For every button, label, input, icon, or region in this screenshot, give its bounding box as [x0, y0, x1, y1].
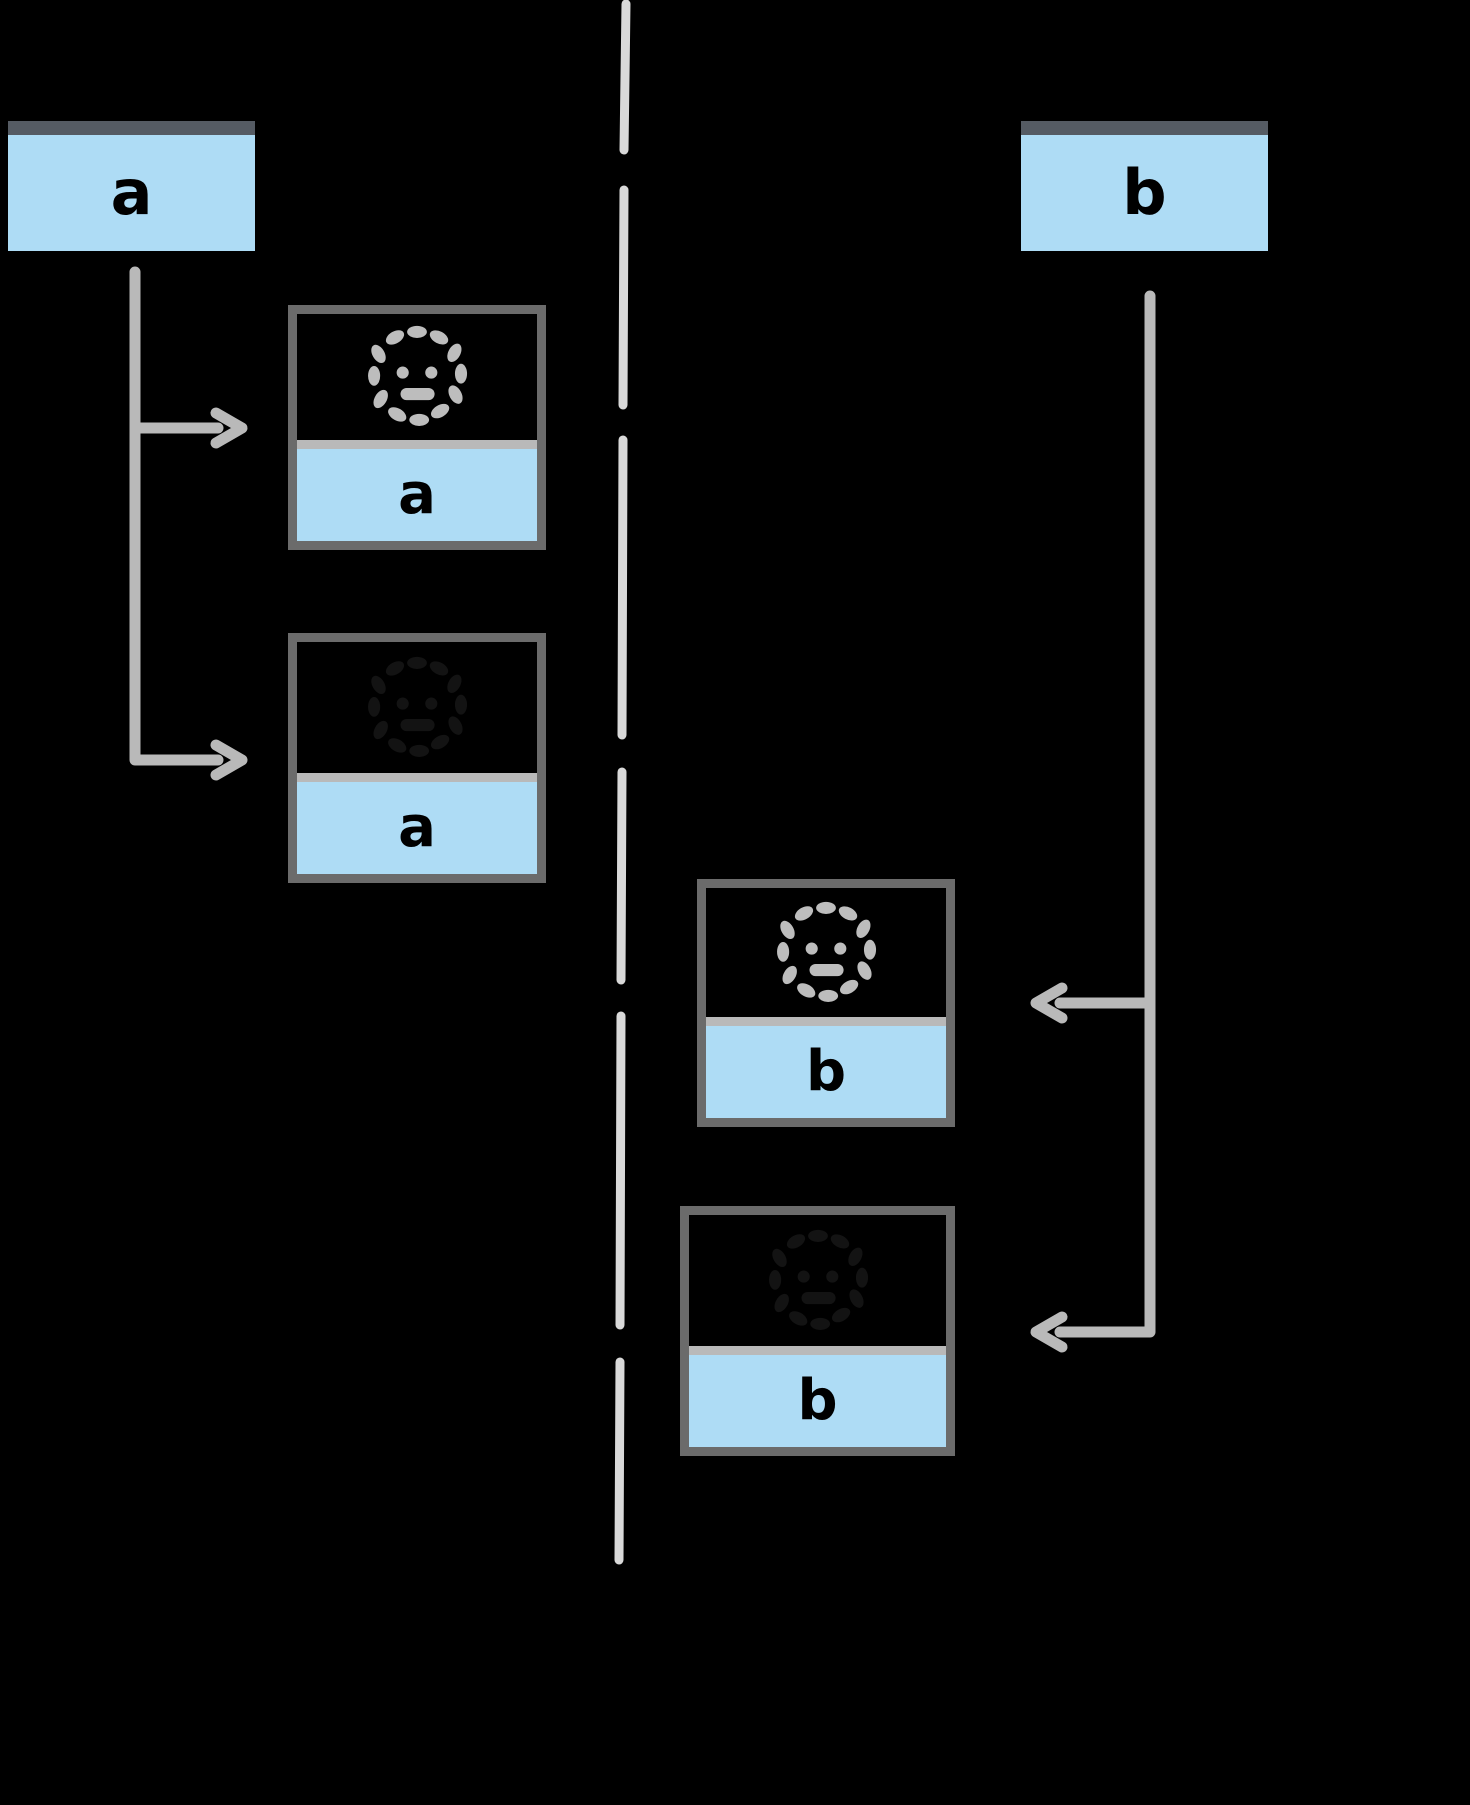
left-node-2[interactable]: a — [288, 633, 546, 883]
source-box-b[interactable]: b — [1021, 121, 1268, 251]
left-node-1-label: a — [297, 440, 537, 541]
partition-divider — [614, 0, 631, 1565]
right-node-1-label: b — [706, 1017, 946, 1118]
source-box-b-label: b — [1122, 156, 1167, 229]
arrow-a-to-node-2 — [129, 422, 242, 775]
right-node-1[interactable]: b — [697, 879, 955, 1127]
left-node-2-header — [297, 642, 537, 773]
dotted-face-icon — [768, 1229, 868, 1330]
right-node-2-header — [689, 1215, 946, 1346]
arrow-a-to-node-1 — [129, 266, 242, 443]
arrow-b-to-node-2 — [1036, 997, 1156, 1347]
dotted-face-icon — [368, 656, 468, 757]
left-node-1-header — [297, 314, 537, 440]
dotted-face-icon — [777, 901, 877, 1002]
right-node-1-header — [706, 888, 946, 1017]
right-node-2[interactable]: b — [680, 1206, 955, 1456]
left-node-1[interactable]: a — [288, 305, 546, 550]
right-node-2-label: b — [689, 1346, 946, 1447]
source-box-a-label: a — [110, 156, 153, 229]
arrow-b-to-node-1 — [1036, 290, 1156, 1018]
left-node-2-label: a — [297, 773, 537, 874]
source-box-a[interactable]: a — [8, 121, 255, 251]
dotted-face-icon — [368, 325, 468, 426]
